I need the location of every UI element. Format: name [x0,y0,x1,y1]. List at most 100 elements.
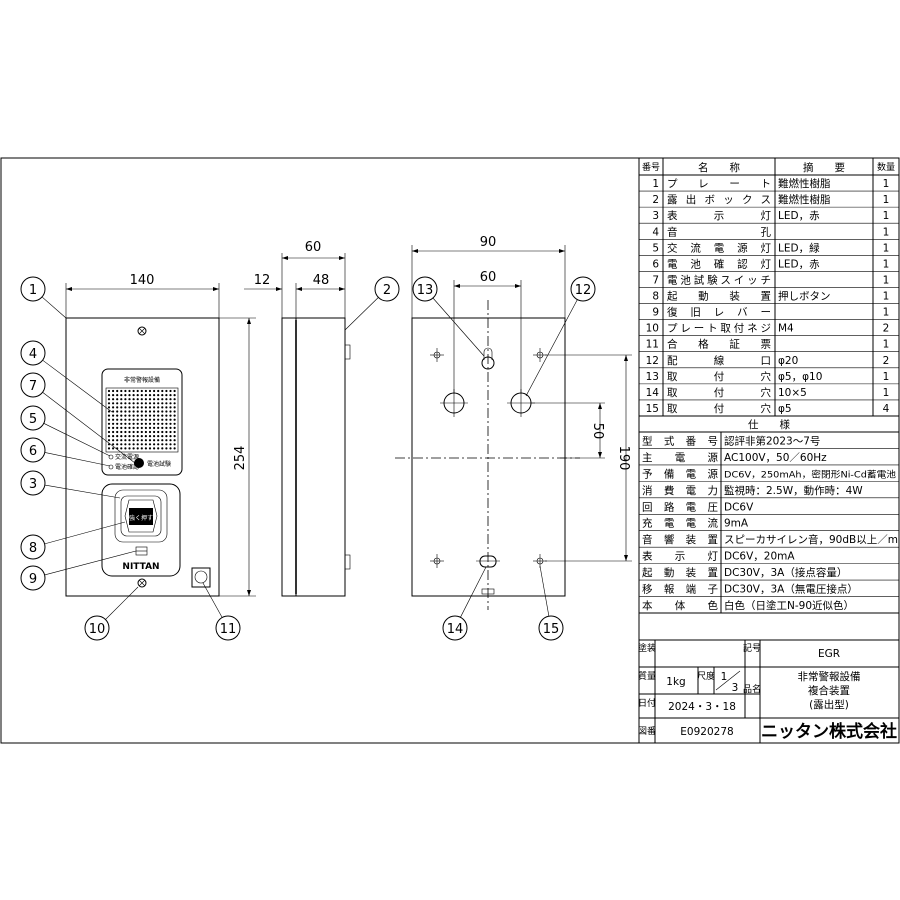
parts-qty: 1 [883,258,890,270]
spec-value: DC6V [724,501,754,513]
callout-7: 7 [20,372,136,464]
spec-value: 白色（日塗工N-90近似色） [724,599,854,612]
callout-number: 13 [417,283,434,298]
callout-number: 5 [29,412,37,427]
parts-no: 5 [652,242,659,254]
callout-number: 1 [29,283,37,298]
parts-no: 7 [652,274,659,286]
callout-number: 2 [383,283,391,298]
callout-number: 15 [543,622,560,637]
spec-value: 9mA [724,518,749,530]
start-button-face [129,508,153,525]
callout-12: 12 [525,276,596,397]
spec-label: 起動装置 [642,566,718,579]
battery-check-led [108,464,114,470]
start-device [101,483,181,577]
drawing-frame [0,157,900,744]
product-name-1: 非常警報設備 [798,670,861,683]
parts-no: 13 [646,371,659,383]
dim-back-vertical: 50 [590,423,605,440]
scale-num: 1 [721,671,728,683]
callout-3: 3 [20,470,121,499]
callout-14: 14 [442,566,487,641]
scale-den: 3 [732,682,739,694]
spec-row: 消費電力監視時：2.5W，動作時：4W [639,481,899,497]
speaker-panel [101,368,183,476]
dim-side-box: 48 [313,273,330,288]
side-view [281,317,351,597]
callout-number: 9 [29,572,37,587]
spec-row: 起動装置 DC30V，3A（接点容量） [639,563,899,579]
callout-1: 1 [20,276,67,319]
parts-no: 3 [652,210,659,222]
spec-label: 主 電 源 [642,451,719,464]
symbol-value: EGR [818,648,840,660]
parts-name: 音 孔 [667,225,772,238]
parts-spec: M4 [778,323,794,335]
parts-spec: LED，赤 [778,258,820,270]
dim-back-inner: 60 [480,270,497,285]
spec-value: DC6V，20mA [724,551,795,563]
callout-10: 10 [84,586,139,641]
side-dimensions: 60 12 48 [244,240,346,318]
parts-qty: 1 [883,194,890,206]
callout-4: 4 [20,340,113,413]
spec-label: 充電電流 [642,517,719,530]
parts-no: 1 [652,178,659,190]
parts-name: 露出ボックス [667,193,771,206]
parts-name: 取 付 穴 [667,402,772,415]
parts-spec: 押しボタン [778,290,831,303]
company-name: ニッタン株式会社 [761,721,897,742]
dim-back-height: 190 [616,446,631,471]
ac-power-led [108,454,114,460]
parts-header-name: 名 称 [698,161,740,174]
parts-qty: 1 [883,339,890,351]
spec-value: DC6V，250mAh，密閉形Ni-Cd蓄電池 [724,468,896,480]
front-view: 非常警報設備 交流電源 電池確認 電池試験 強く押す NITTAN [65,317,220,597]
parts-qty: 2 [883,355,890,367]
symbol-label: 記号 [743,642,761,654]
parts-no: 4 [652,226,659,238]
callout-number: 12 [575,283,592,298]
parts-spec: LED，赤 [778,210,820,222]
spec-value: AC100V，50／60Hz [724,452,827,464]
drawing-no-label: 図番 [638,725,656,737]
parts-name: 電池確認灯 [667,257,772,270]
date-label: 日付 [638,698,656,709]
parts-spec: 難燃性樹脂 [778,193,831,206]
parts-no: 11 [646,339,659,351]
parts-name: 合 格 証 票 [667,338,771,351]
callout-15: 15 [538,565,564,641]
spec-row: 型式番号認評非第2023～7号 [642,434,820,447]
spec-value: DC30V，3A（接点容量） [724,566,847,579]
parts-no: 10 [646,323,659,335]
front-dimensions: 140 254 [65,273,256,597]
brand-logo: NITTAN [122,562,159,572]
parts-qty: 1 [883,387,890,399]
battery-check-label: 電池確認 [115,463,139,471]
callout-13: 13 [412,276,485,357]
dim-side-offset: 12 [254,273,271,288]
parts-qty: 1 [883,371,890,383]
spec-label: 音響装置 [642,533,718,546]
parts-spec: φ5，φ10 [778,371,822,383]
parts-no: 2 [652,194,659,206]
spec-row: 本 体 色白色（日塗工N-90近似色） [639,596,899,612]
paint-label-1: 塗装 [638,642,656,654]
parts-header-no: 番号 [642,161,660,173]
parts-qty: 1 [883,178,890,190]
parts-qty: 1 [883,291,890,303]
